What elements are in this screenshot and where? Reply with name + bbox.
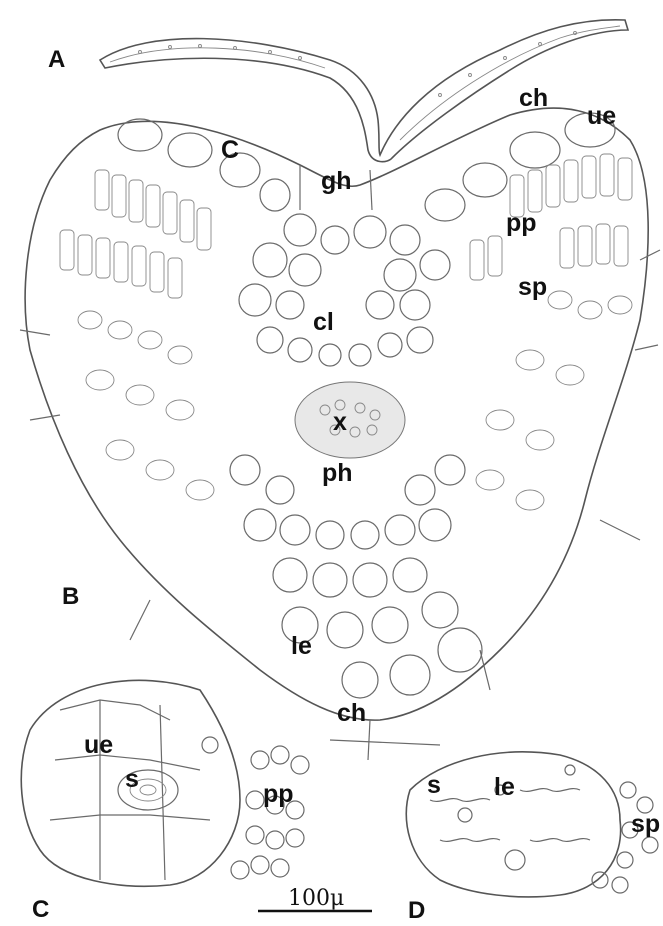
label-ch-top: ch: [519, 84, 548, 112]
label-pp-c: pp: [263, 780, 294, 808]
label-c: C: [221, 136, 239, 164]
scale-bar-label: 100μ: [288, 886, 344, 911]
label-gh: gh: [321, 167, 352, 195]
label-sp-d: sp: [631, 810, 660, 838]
label-le-d: le: [494, 773, 515, 801]
vascular-bundle: [295, 382, 405, 458]
panel-label-b: B: [62, 583, 79, 610]
panel-label-c: C: [32, 896, 49, 923]
label-le: le: [291, 632, 312, 660]
label-ue-top: ue: [587, 102, 616, 130]
panel-label-a: A: [48, 46, 65, 73]
label-ph: ph: [322, 459, 353, 487]
label-x: x: [333, 408, 347, 436]
label-pp: pp: [506, 209, 537, 237]
panel-label-d: D: [408, 897, 425, 924]
label-ch-bottom: ch: [337, 699, 366, 727]
scale-bar: 100μ: [258, 886, 372, 911]
label-cl: cl: [313, 308, 334, 336]
panel-c-palisade: [231, 746, 309, 879]
label-s-c: s: [125, 765, 139, 793]
label-sp: sp: [518, 273, 547, 301]
label-s-d: s: [427, 771, 441, 799]
label-ue-c: ue: [84, 731, 113, 759]
